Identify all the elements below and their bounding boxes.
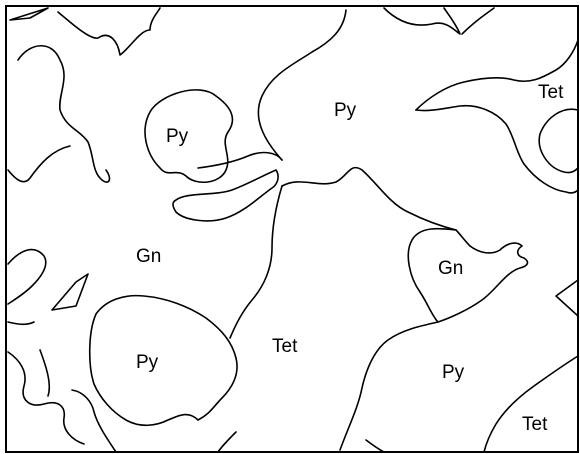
boundary-neck-upper: [197, 151, 283, 169]
label-gn-left: Gn: [136, 246, 161, 267]
boundary-left-triangle: [51, 273, 89, 311]
boundary-tet-inlet: [415, 39, 579, 111]
boundary-gn-lower-left: [7, 248, 47, 305]
boundary-py-center-bottom: [281, 166, 457, 231]
boundary-gn-right: [407, 227, 529, 323]
boundary-left-mid: [7, 145, 71, 183]
diagram-frame: [5, 5, 579, 453]
boundary-tet-inlet-lower: [415, 104, 579, 194]
label-py-upper-center: Py: [334, 100, 357, 121]
boundary-top-left-wedge: [9, 7, 49, 21]
region-labels: Py Py Tet Gn Gn Py Tet Py Tet: [136, 82, 564, 435]
label-tet-center: Tet: [272, 336, 298, 357]
boundary-lower-left-hook: [71, 389, 117, 453]
boundary-py-center-top: [257, 9, 347, 161]
boundary-lower-left-curve: [7, 351, 85, 445]
boundary-lower-left-vertical: [39, 349, 51, 397]
boundary-py-lower-right-side: [483, 355, 579, 453]
boundary-py-lower-right-upper: [339, 321, 439, 451]
boundary-left-grain: [57, 7, 161, 56]
grain-boundaries: [7, 7, 579, 453]
boundary-top-right-stroke: [461, 7, 495, 35]
boundary-top-curve: [383, 7, 461, 35]
label-tet-upper-right: Tet: [538, 82, 564, 103]
label-py-lower-left: Py: [136, 352, 159, 373]
boundary-left-upper: [17, 45, 111, 183]
boundary-py-lower-left: [88, 294, 238, 427]
boundary-bottom-center: [217, 431, 237, 453]
label-gn-right: Gn: [438, 258, 463, 279]
boundary-central-vertical: [229, 185, 283, 339]
boundary-neck-lower: [172, 169, 279, 222]
boundary-right-small-grain: [538, 108, 579, 174]
boundary-lower-right-small: [365, 439, 385, 453]
boundary-right-wedge: [555, 279, 579, 317]
label-py-upper-left: Py: [166, 126, 189, 147]
label-tet-lower-right: Tet: [522, 414, 548, 435]
boundary-left-edge-notch: [7, 321, 35, 326]
label-py-lower-right: Py: [442, 362, 465, 383]
boundary-py-upper-left: [144, 89, 234, 183]
